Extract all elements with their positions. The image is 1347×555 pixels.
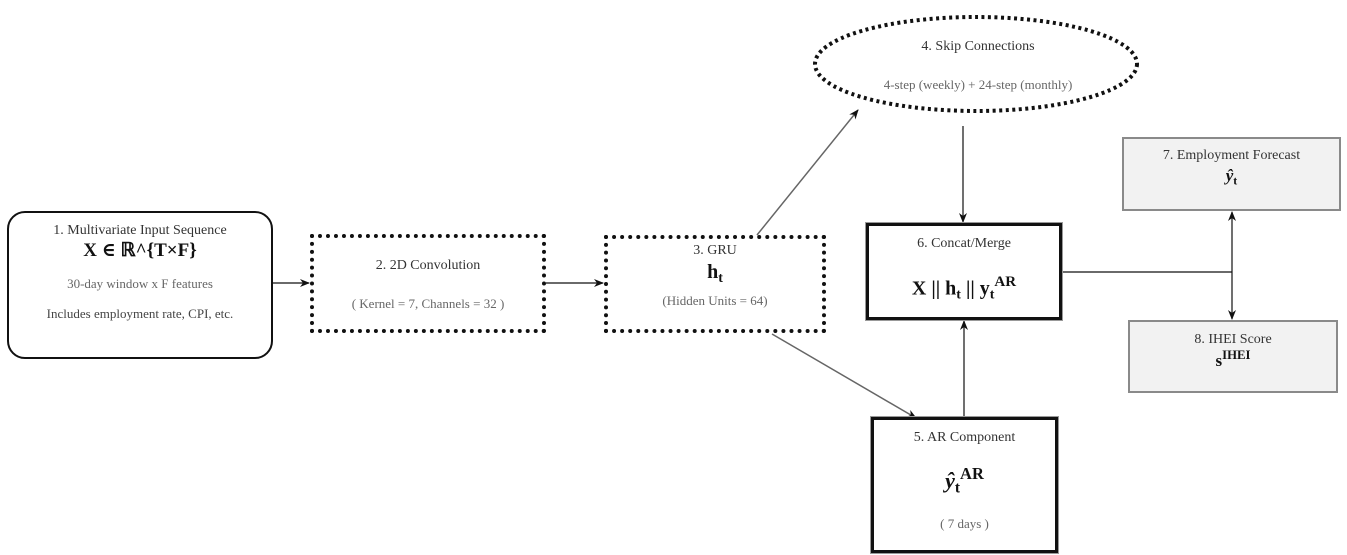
node-title: 1. Multivariate Input Sequence: [53, 223, 227, 238]
edge-gru-to-skip: [756, 109, 859, 236]
node-employment-forecast: 7. Employment Forecast ŷt: [1122, 137, 1341, 211]
node-skip-connections: 4. Skip Connections 4-step (weekly) + 24…: [816, 17, 1140, 113]
edge-gru-to-ar: [771, 333, 917, 419]
math-base: ŷ: [1225, 166, 1234, 185]
math-sub: t: [989, 287, 995, 303]
node-concat-merge: 6. Concat/Merge X || ht || ytAR: [866, 223, 1062, 320]
node-math: X ∈ ℝ^{T×F}: [83, 240, 197, 261]
node-detail: Includes employment rate, CPI, etc.: [46, 306, 234, 321]
math-sup: IHEI: [1222, 348, 1251, 362]
node-title: 2. 2D Convolution: [375, 258, 481, 273]
node-title: 7. Employment Forecast: [1162, 148, 1301, 163]
node-math: ŷt: [1226, 166, 1238, 189]
math-part: X || h: [911, 277, 957, 300]
node-2d-convolution: 2. 2D Convolution ( Kernel = 7, Channels…: [310, 234, 546, 333]
math-part: || y: [960, 277, 990, 300]
math-base: s: [1215, 351, 1223, 370]
skip-connections-ellipse: [813, 15, 1139, 113]
node-title: 8. IHEI Score: [1194, 332, 1272, 347]
node-math: X || ht || ytAR: [912, 274, 1016, 303]
node-detail: 30-day window x F features: [67, 276, 213, 291]
node-input-sequence: 1. Multivariate Input Sequence X ∈ ℝ^{T×…: [7, 211, 273, 359]
node-detail: 4-step (weekly) + 24-step (monthly): [883, 77, 1073, 92]
node-title: 4. Skip Connections: [921, 39, 1035, 54]
math-base: h: [707, 261, 719, 283]
math-sup: AR: [994, 274, 1017, 290]
node-math: ŷtAR: [945, 464, 984, 498]
node-math: sIHEI: [1216, 348, 1251, 371]
node-ar-component: 5. AR Component ŷtAR ( 7 days ): [871, 417, 1058, 553]
node-title: 6. Concat/Merge: [917, 236, 1011, 251]
node-detail: ( Kernel = 7, Channels = 32 ): [351, 296, 505, 311]
math-sub: t: [954, 479, 961, 497]
node-title: 3. GRU: [693, 243, 737, 258]
math-sub: t: [1233, 173, 1238, 188]
node-title: 5. AR Component: [913, 430, 1016, 445]
node-math: ht: [707, 261, 723, 287]
math-base: ŷ: [945, 468, 955, 494]
node-detail: ( 7 days ): [940, 515, 989, 531]
node-detail: (Hidden Units = 64): [662, 293, 768, 309]
math-sup: AR: [960, 464, 984, 483]
math-sub: t: [956, 287, 961, 303]
node-gru: 3. GRU ht (Hidden Units = 64): [604, 235, 826, 333]
math-sub: t: [718, 271, 723, 287]
node-ihei-score: 8. IHEI Score sIHEI: [1128, 320, 1338, 393]
